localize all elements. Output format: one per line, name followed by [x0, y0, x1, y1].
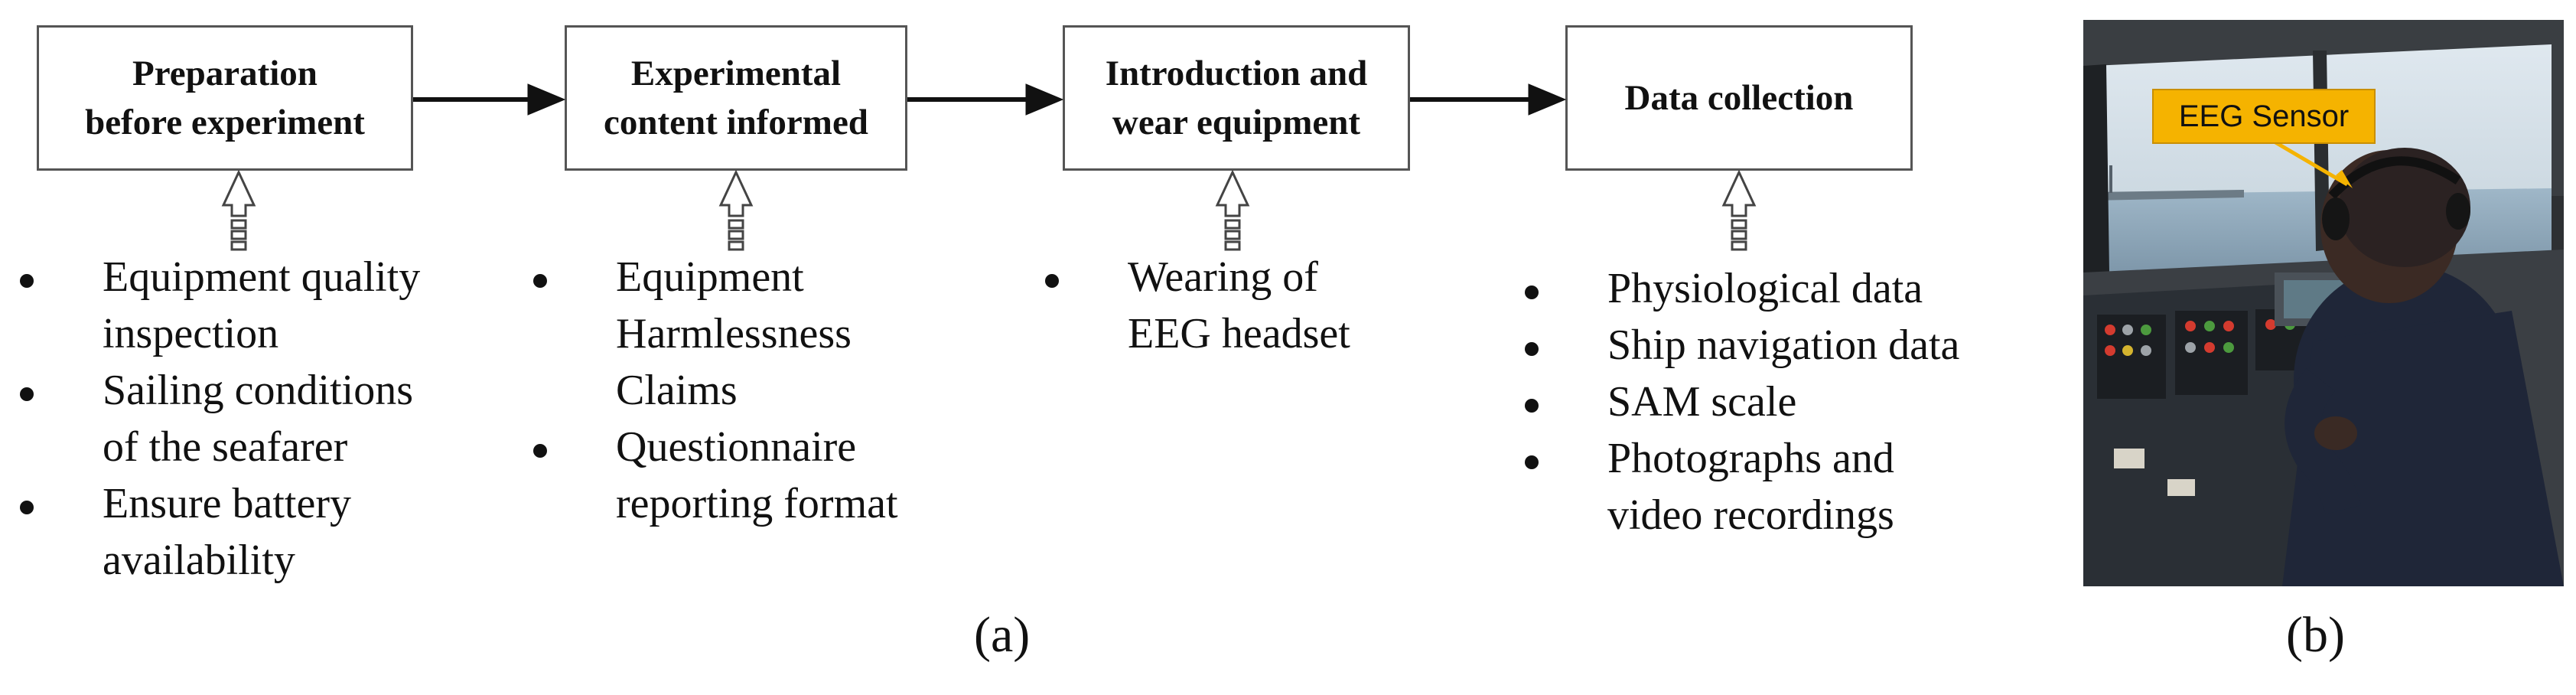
step-preparation-box: Preparation before experiment: [37, 25, 413, 171]
bullet-icon: [20, 387, 34, 401]
details-data-collection-list: Physiological data Ship navigation data …: [1525, 260, 1959, 543]
panel-label-b: (b): [2286, 607, 2345, 663]
step-introduction-box: Introduction and wear equipment: [1063, 25, 1410, 171]
step-introduction-label: Introduction and wear equipment: [1105, 54, 1368, 142]
flow-arrow-1-head: [527, 83, 566, 116]
detail-text: Physiological data: [1607, 265, 1923, 312]
eeg-sensor-label: EEG Sensor: [2152, 89, 2376, 144]
details-content-informed-list: Equipment Harmlessness Claims Questionna…: [533, 249, 898, 532]
detail-text: Questionnaire reporting format: [616, 423, 898, 527]
list-item: Ensure battery availability: [20, 475, 420, 589]
detail-text: Sailing conditions of the seafarer: [103, 367, 413, 471]
hollow-up-arrow-3: [1215, 169, 1250, 251]
step-content-informed-label: Experimental content informed: [604, 54, 868, 142]
bullet-icon: [1045, 274, 1059, 288]
flow-arrow-3-head: [1528, 83, 1567, 116]
details-preparation-list: Equipment quality inspection Sailing con…: [20, 249, 420, 589]
panel-label-a: (a): [974, 607, 1031, 663]
list-item: Physiological data: [1525, 260, 1959, 317]
bullet-icon: [20, 501, 34, 514]
step-preparation-label: Preparation before experiment: [85, 54, 365, 142]
detail-text: Ensure battery availability: [103, 480, 351, 584]
detail-text: Ship navigation data: [1607, 321, 1960, 369]
list-item: Ship navigation data: [1525, 317, 1959, 374]
bullet-icon: [533, 274, 547, 288]
hollow-up-arrow-1: [221, 169, 256, 251]
detail-text: Equipment quality inspection: [103, 253, 421, 357]
list-item: Sailing conditions of the seafarer: [20, 362, 420, 475]
hollow-up-arrow-4: [1721, 169, 1757, 251]
detail-text: SAM scale: [1607, 378, 1797, 426]
list-item: Equipment Harmlessness Claims: [533, 249, 898, 419]
step-content-informed-box: Experimental content informed: [565, 25, 907, 171]
bullet-icon: [1525, 286, 1539, 299]
bullet-icon: [1525, 399, 1539, 413]
list-item: Questionnaire reporting format: [533, 419, 898, 532]
list-item: Wearing of EEG headset: [1045, 249, 1350, 362]
list-item: Equipment quality inspection: [20, 249, 420, 362]
detail-text: Wearing of EEG headset: [1128, 253, 1350, 357]
list-item: SAM scale: [1525, 374, 1959, 430]
list-item: Photographs and video recordings: [1525, 430, 1959, 543]
detail-text: Photographs and video recordings: [1607, 435, 1894, 539]
hollow-up-arrow-2: [718, 169, 754, 251]
flow-arrow-2-head: [1025, 83, 1064, 116]
bullet-icon: [20, 274, 34, 288]
bullet-icon: [533, 444, 547, 458]
bullet-icon: [1525, 342, 1539, 356]
bullet-icon: [1525, 455, 1539, 469]
detail-text: Equipment Harmlessness Claims: [616, 253, 852, 414]
details-introduction-list: Wearing of EEG headset: [1045, 249, 1350, 362]
step-data-collection-label: Data collection: [1624, 78, 1854, 118]
ship-bridge-photo: EEG Sensor: [2083, 20, 2564, 586]
